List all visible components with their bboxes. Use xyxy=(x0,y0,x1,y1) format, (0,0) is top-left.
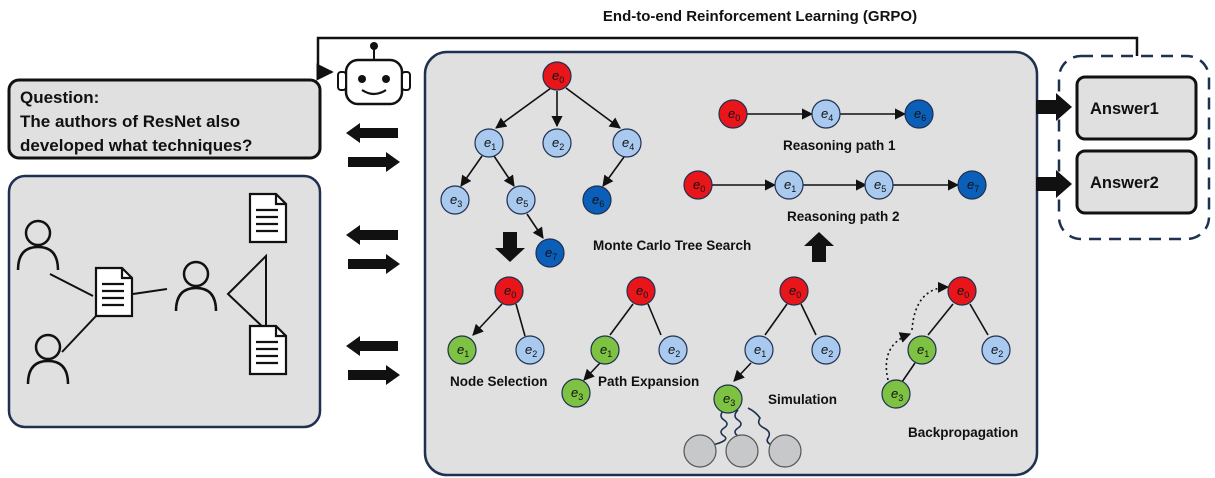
node-e7-7: e7 xyxy=(535,238,565,268)
node-e0-11: e0 xyxy=(683,170,713,200)
node-e2-17: e2 xyxy=(515,335,545,365)
answer1-box xyxy=(1075,75,1198,141)
grpo-loop-line xyxy=(316,36,1139,72)
robot-icon xyxy=(337,42,411,106)
label-mcts: Monte Carlo Tree Search xyxy=(593,238,751,253)
mcts-panel xyxy=(423,50,1039,477)
node-e0-22: e0 xyxy=(779,276,809,306)
node-e7-14: e7 xyxy=(957,170,987,200)
person-icon-1 xyxy=(16,219,60,271)
down-arrow xyxy=(495,232,525,262)
node-e0-8: e0 xyxy=(718,99,748,129)
rollout-node-2 xyxy=(768,434,802,468)
rollout-node-0 xyxy=(683,434,717,468)
knowledge-graph-panel xyxy=(7,174,322,429)
node-e2-2: e2 xyxy=(542,128,572,158)
question-text-line2: developed what techniques? xyxy=(20,136,252,155)
label-node-selection: Node Selection xyxy=(450,374,548,389)
question-text-line1: The authors of ResNet also xyxy=(20,112,240,131)
node-e3-25: e3 xyxy=(713,384,743,414)
header-title: End-to-end Reinforcement Learning (GRPO) xyxy=(603,8,917,25)
node-e0-26: e0 xyxy=(947,276,977,306)
node-e1-16: e1 xyxy=(447,335,477,365)
label-path-expansion: Path Expansion xyxy=(598,374,699,389)
node-e2-20: e2 xyxy=(658,335,688,365)
answer1-arrow xyxy=(1036,93,1072,121)
person-icon-2 xyxy=(26,333,70,385)
tree-edges xyxy=(460,87,989,383)
node-e2-28: e2 xyxy=(981,335,1011,365)
document-icon-bottom xyxy=(248,324,288,376)
node-e1-27: e1 xyxy=(907,335,937,365)
node-e5-5: e5 xyxy=(506,185,536,215)
question-heading: Question: xyxy=(20,88,99,107)
answer1-label: Answer1 xyxy=(1090,100,1159,118)
node-e1-19: e1 xyxy=(590,335,620,365)
node-e5-13: e5 xyxy=(864,170,894,200)
label-reasoning-path-2: Reasoning path 2 xyxy=(787,209,900,224)
node-e6-6: e6 xyxy=(582,185,612,215)
document-icon-top xyxy=(248,192,288,244)
knowledge-graph xyxy=(49,253,267,353)
node-e4-3: e4 xyxy=(612,128,642,158)
exchange-arrows-3 xyxy=(346,336,400,385)
answer2-label: Answer2 xyxy=(1090,174,1159,192)
answer2-arrow xyxy=(1036,170,1072,198)
person-icon-3 xyxy=(174,260,218,312)
label-reasoning-path-1: Reasoning path 1 xyxy=(783,138,896,153)
node-e3-29: e3 xyxy=(881,379,911,409)
label-simulation: Simulation xyxy=(768,392,837,407)
node-e6-10: e6 xyxy=(904,99,934,129)
document-icon-center xyxy=(94,266,134,318)
node-e3-21: e3 xyxy=(561,378,591,408)
node-e0-0: e0 xyxy=(542,61,572,91)
node-e1-12: e1 xyxy=(774,170,804,200)
node-e2-24: e2 xyxy=(811,335,841,365)
node-e3-4: e3 xyxy=(440,185,470,215)
label-backpropagation: Backpropagation xyxy=(908,425,1018,440)
answer2-box xyxy=(1075,149,1198,215)
node-e0-15: e0 xyxy=(494,276,524,306)
node-e4-9: e4 xyxy=(811,99,841,129)
backprop-arrows xyxy=(885,281,950,381)
rollout-node-1 xyxy=(725,434,759,468)
exchange-arrows-2 xyxy=(346,225,400,274)
node-e1-23: e1 xyxy=(744,335,774,365)
question-box xyxy=(7,78,322,160)
node-e0-18: e0 xyxy=(626,276,656,306)
up-arrow xyxy=(804,232,834,262)
exchange-arrows-1 xyxy=(346,123,400,172)
node-e1-1: e1 xyxy=(474,128,504,158)
